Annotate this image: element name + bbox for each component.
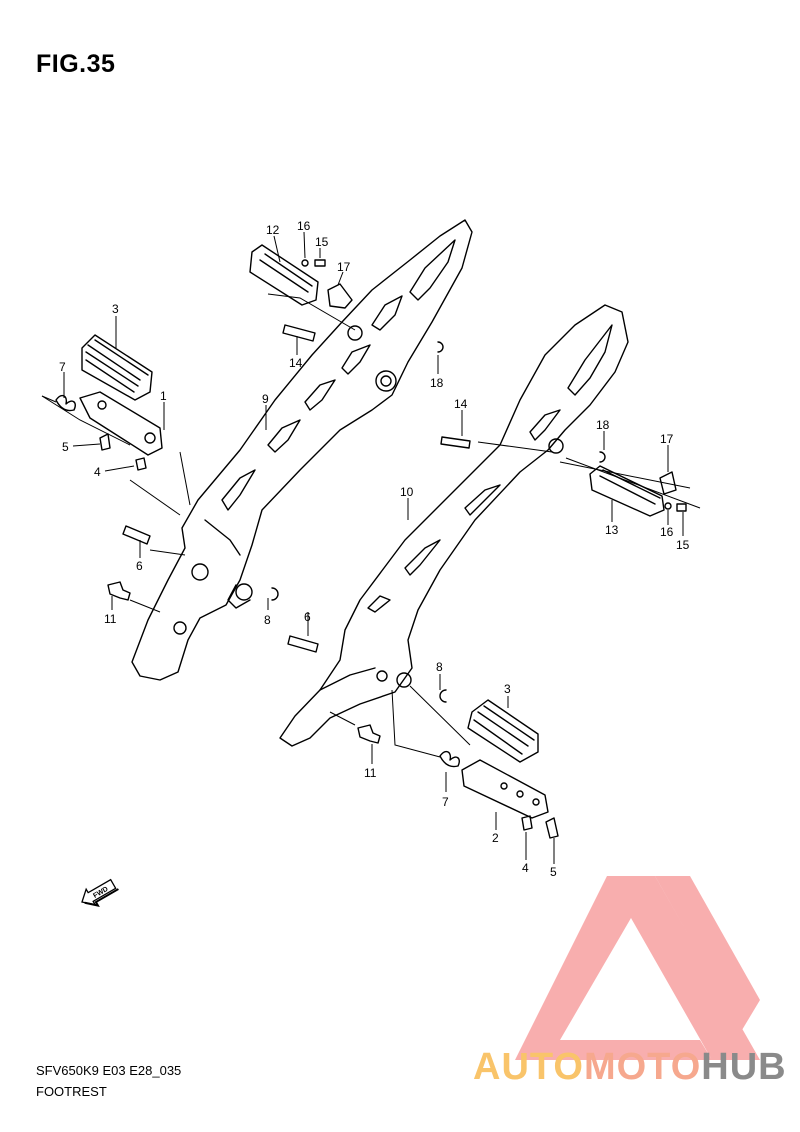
left-footpeg-rubber (81, 334, 153, 401)
callout-15-left: 15 (315, 235, 329, 249)
right-footpeg (461, 759, 549, 819)
callout-5-left: 5 (62, 440, 69, 454)
callout-6-right: 6 (304, 610, 311, 624)
callout-7-right: 7 (442, 795, 449, 809)
forward-arrow-icon: FWD (81, 878, 119, 907)
callout-10: 10 (400, 485, 414, 499)
callout-16-left: 16 (297, 219, 311, 233)
watermark-part-auto: AUTO (473, 1046, 584, 1088)
left-rear-footpeg (249, 244, 319, 306)
section-name: FOOTREST (36, 1084, 107, 1099)
right-footpeg-pin (287, 635, 319, 653)
left-footrest-bracket (131, 219, 473, 681)
left-rear-e-ring (437, 341, 444, 353)
callout-14-left: 14 (289, 356, 303, 370)
callout-17-right: 17 (660, 432, 674, 446)
callout-11-left: 11 (104, 612, 117, 626)
callout-6-left: 6 (136, 559, 143, 573)
callout-15-right: 15 (676, 538, 690, 552)
right-washer (664, 502, 672, 510)
right-footrest-bracket (279, 304, 629, 747)
callout-9: 9 (262, 392, 269, 406)
callout-3-left: 3 (112, 302, 119, 316)
callout-13: 13 (605, 523, 619, 537)
callout-4-left: 4 (94, 465, 101, 479)
callout-16-right: 16 (660, 525, 674, 539)
left-rear-pin (282, 324, 316, 342)
callout-labels: 12 16 15 17 3 14 18 7 1 9 5 4 6 11 8 14 … (59, 219, 690, 879)
watermark-text: AUTOMOTOHUB (473, 1046, 787, 1089)
callout-7-left: 7 (59, 360, 66, 374)
callout-8-left: 8 (264, 613, 271, 627)
watermark-part-hub: HUB (701, 1046, 787, 1088)
callout-17-left: 17 (337, 260, 351, 274)
right-rear-pin (440, 436, 471, 449)
right-rear-peg-bracket (659, 471, 677, 495)
callout-14-right: 14 (454, 397, 468, 411)
left-cotter-pin (99, 433, 111, 451)
figure-title: FIG.35 (36, 50, 116, 78)
left-small-bolt (135, 457, 147, 471)
right-spring (439, 750, 460, 768)
callout-18-left: 18 (430, 376, 444, 390)
left-bolt (107, 581, 131, 601)
left-spring (55, 394, 76, 412)
callout-8-right: 8 (436, 660, 443, 674)
right-screw (676, 503, 687, 512)
left-washer (301, 259, 309, 267)
right-cotter-pin (545, 817, 559, 839)
callout-11-right: 11 (364, 766, 377, 780)
callout-1: 1 (160, 389, 167, 403)
callout-12-left: 12 (266, 223, 280, 237)
model-code: SFV650K9 E03 E28_035 (36, 1063, 182, 1078)
left-e-ring (271, 587, 279, 601)
callout-5-right: 5 (550, 865, 557, 879)
right-rear-e-ring (599, 451, 606, 463)
callout-3-right: 3 (504, 682, 511, 696)
fwd-label: FWD (92, 886, 109, 900)
right-rear-footpeg (589, 465, 665, 517)
left-footpeg-pin (122, 525, 151, 545)
callout-18-right: 18 (596, 418, 610, 432)
left-screw (314, 259, 326, 267)
callout-2: 2 (492, 831, 499, 845)
right-e-ring (439, 689, 447, 703)
left-rear-peg-bracket (327, 283, 353, 309)
right-bolt (357, 724, 381, 744)
right-small-bolt (521, 815, 533, 831)
automotohub-logo (515, 876, 760, 1060)
leader-lines (41, 231, 701, 864)
callout-4-right: 4 (522, 861, 529, 875)
left-footpeg (79, 391, 163, 456)
watermark-part-moto: MOTO (583, 1046, 702, 1088)
right-footpeg-rubber (467, 699, 539, 763)
